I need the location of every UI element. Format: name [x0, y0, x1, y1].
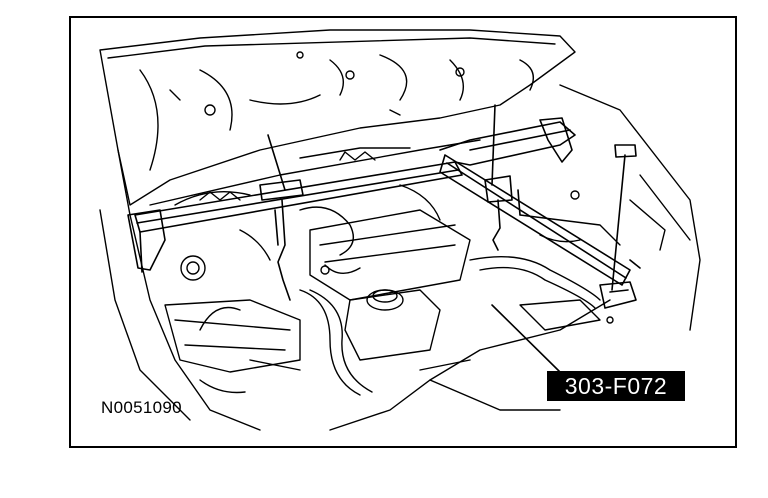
callout-leader-line: [491, 304, 561, 373]
vehicle-body: [99, 84, 701, 431]
engine-support-bar: [127, 117, 637, 309]
figure-id-label: N0051090: [101, 398, 182, 417]
hood-panel: [99, 29, 576, 206]
tool-callout-label: 303-F072: [547, 371, 685, 401]
cowl-area: [149, 139, 481, 206]
engine-components: [164, 184, 666, 396]
lift-hooks: [259, 104, 641, 301]
